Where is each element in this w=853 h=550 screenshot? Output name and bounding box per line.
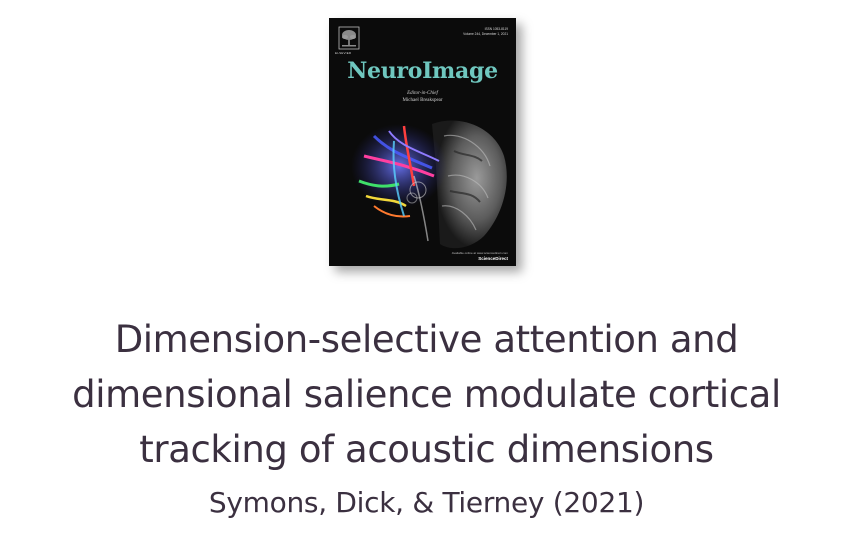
paper-citation: Symons, Dick, & Tierney (2021) bbox=[208, 486, 645, 519]
journal-title: NeuroImage bbox=[347, 58, 498, 84]
volume-info: ISSN 1053-8119 Volume 244, December 1, 2… bbox=[448, 27, 508, 37]
editor-name: Michael Breakspear bbox=[402, 98, 443, 103]
volume-line: Volume 244, December 1, 2021 bbox=[463, 32, 508, 36]
journal-cover: ELSEVIER ISSN 1053-8119 Volume 244, Dece… bbox=[329, 18, 516, 266]
brain-tractography-image bbox=[351, 120, 507, 249]
paper-title-line-3: tracking of acoustic dimensions bbox=[139, 428, 714, 471]
elsevier-tree-logo-icon bbox=[338, 26, 360, 50]
paper-title-line-1: Dimension-selective attention and bbox=[114, 318, 739, 361]
sciencedirect-label: ScienceDirect bbox=[478, 256, 508, 261]
issn-line: ISSN 1053-8119 bbox=[484, 27, 508, 31]
paper-title-line-2: dimensional salience modulate cortical bbox=[72, 373, 781, 416]
editor-label: Editor-in-Chief bbox=[407, 91, 438, 96]
publisher-name: ELSEVIER bbox=[335, 51, 352, 55]
cover-footer-line: Available online at www.sciencedirect.co… bbox=[451, 251, 508, 255]
paper-title: Dimension-selective attention and dimens… bbox=[0, 312, 853, 477]
